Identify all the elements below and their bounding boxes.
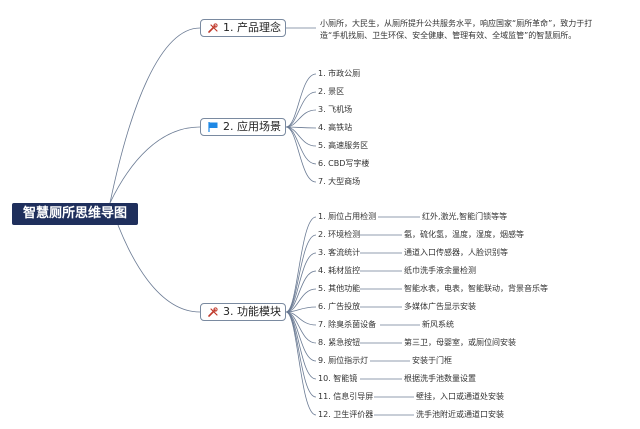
- function-item[interactable]: 3. 客流统计: [318, 248, 361, 257]
- branch-leaf-connector: [285, 73, 317, 128]
- branch-label: 2. 应用场景: [223, 120, 281, 133]
- function-item[interactable]: 11. 信息引导屏: [318, 392, 374, 401]
- branch-function-modules[interactable]: 3. 功能模块: [200, 303, 286, 321]
- branch-label: 1. 产品理念: [223, 21, 281, 34]
- scenario-item[interactable]: 2. 景区: [318, 87, 345, 96]
- tools-icon: [207, 22, 219, 34]
- branch-leaf-connector: [285, 109, 317, 128]
- branch-leaf-connector: [285, 270, 317, 313]
- scenario-item[interactable]: 3. 飞机场: [318, 105, 353, 114]
- function-detail: 第三卫，母婴室，或厕位间安装: [404, 338, 516, 347]
- branch-leaf-connector: [285, 252, 317, 313]
- function-item[interactable]: 12. 卫生评价器: [318, 410, 374, 419]
- function-detail: 纸巾洗手液余量检测: [404, 266, 476, 275]
- function-detail: 安装于门框: [412, 356, 452, 365]
- branch-leaf-connector: [285, 91, 317, 128]
- scenario-item[interactable]: 7. 大型商场: [318, 177, 361, 186]
- root-title: 智慧厕所思维导图: [22, 206, 127, 221]
- function-item[interactable]: 7. 除臭杀菌设备: [318, 320, 377, 329]
- branch-label: 3. 功能模块: [223, 305, 281, 318]
- branch-product-concept[interactable]: 1. 产品理念: [200, 19, 286, 37]
- function-item[interactable]: 6. 广告投放: [318, 302, 361, 311]
- scenario-item[interactable]: 6. CBD写字楼: [318, 159, 370, 168]
- function-item[interactable]: 10. 智能镜: [318, 374, 358, 383]
- function-detail: 洗手池附近或通道口安装: [416, 410, 504, 419]
- scenario-item[interactable]: 4. 高铁站: [318, 123, 353, 132]
- function-detail: 新风系统: [422, 320, 454, 329]
- root-branch-connector: [109, 126, 201, 204]
- function-detail: 通道入口传感器，人脸识别等: [404, 248, 508, 257]
- scenario-item[interactable]: 1. 市政公厕: [318, 69, 361, 78]
- branch-leaf-connector: [285, 234, 317, 313]
- function-item[interactable]: 5. 其他功能: [318, 284, 361, 293]
- function-detail: 红外,激光,智能门锁等等: [422, 212, 508, 221]
- function-detail: 壁挂，入口或通道处安装: [416, 392, 504, 401]
- branch-leaf-connector: [285, 306, 317, 313]
- function-item[interactable]: 4. 耗材监控: [318, 266, 361, 275]
- function-item[interactable]: 9. 厕位指示灯: [318, 356, 369, 365]
- branch-leaf-connector: [285, 216, 317, 313]
- root-node[interactable]: 智慧厕所思维导图: [12, 203, 138, 225]
- branch-leaf-connector: [285, 126, 317, 183]
- flag-icon: [207, 121, 219, 133]
- branch-application-scenarios[interactable]: 2. 应用场景: [200, 118, 286, 136]
- description-line: 造“手机找厕、卫生环保、安全健康、管理有效、全域监管”的智慧厕所。: [320, 31, 577, 40]
- function-detail: 根据洗手池数量设置: [404, 374, 476, 383]
- description-line: 小厕所，大民生，从厕所提升公共服务水平，响应国家“厕所革命”，致力于打: [320, 19, 593, 28]
- branch-leaf-connector: [285, 311, 317, 380]
- function-item[interactable]: 2. 环境检测: [318, 230, 361, 239]
- function-item[interactable]: 1. 厕位占用检测: [318, 212, 377, 221]
- root-branch-connector: [109, 27, 201, 204]
- branch-leaf-connector: [285, 311, 317, 416]
- function-item[interactable]: 8. 紧急按钮: [318, 338, 361, 347]
- product-concept-description: 小厕所，大民生，从厕所提升公共服务水平，响应国家“厕所革命”，致力于打 造“手机…: [320, 18, 620, 42]
- tools-icon: [207, 306, 219, 318]
- scenario-item[interactable]: 5. 高速服务区: [318, 141, 369, 150]
- function-detail: 氨，硫化氢，温度，湿度，烟感等: [404, 230, 524, 239]
- function-detail: 多媒体广告显示安装: [404, 302, 476, 311]
- function-detail: 智能水表，电表，智能联动，背景音乐等: [404, 284, 548, 293]
- branch-leaf-connector: [285, 288, 317, 313]
